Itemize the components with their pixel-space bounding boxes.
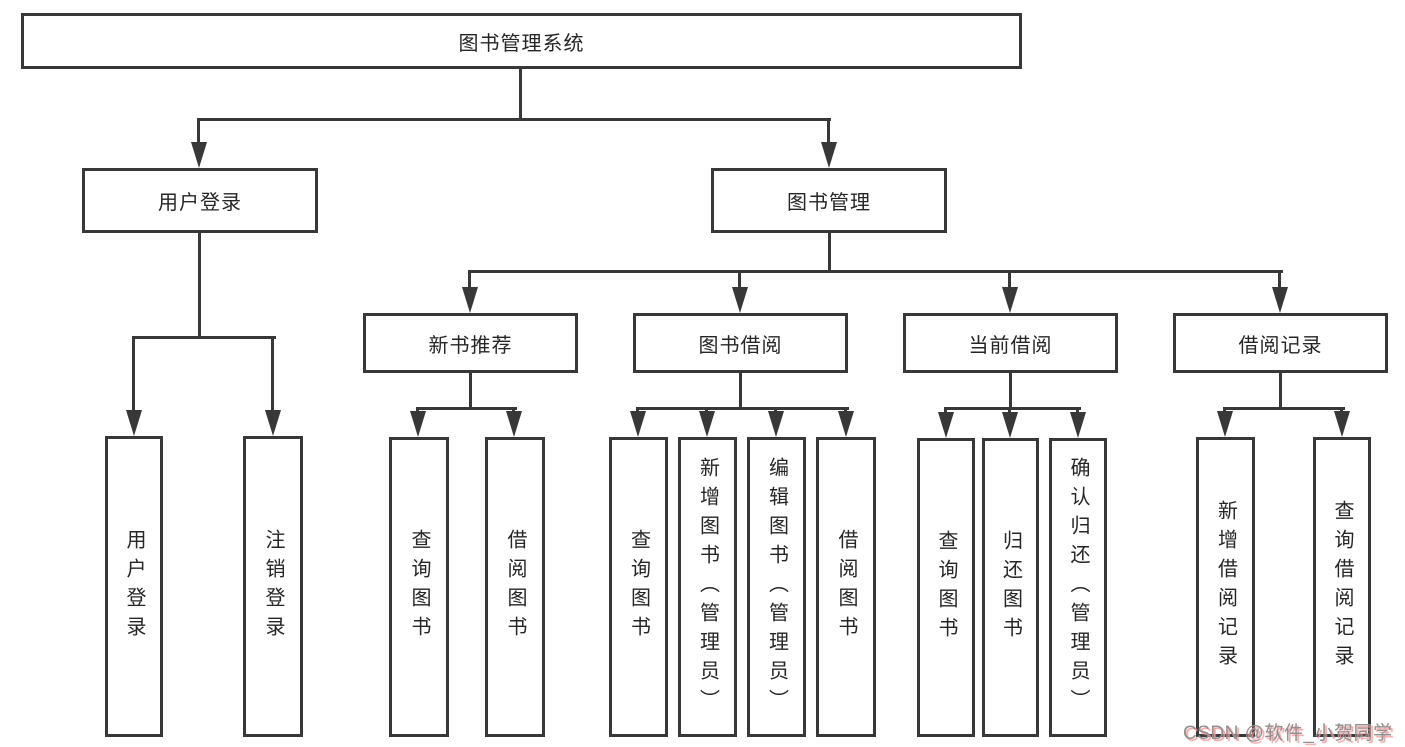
leaf-logout-label: 注销登录 [262, 528, 284, 645]
leaf-current-return-books-label: 归还图书 [999, 529, 1022, 646]
leaf-user-login: 用户登录 [105, 436, 163, 737]
connector-line [198, 118, 831, 121]
leaf-borrow-add-books-admin: 新增图书（管理员） [678, 437, 737, 737]
down-arrow [768, 407, 784, 437]
leaf-borrow-query-books: 查询图书 [609, 437, 668, 737]
down-arrow [126, 336, 142, 436]
node-book-management-label: 图书管理 [787, 192, 871, 214]
node-current-borrowing: 当前借阅 [903, 313, 1118, 373]
connector-line [417, 407, 517, 410]
down-arrow [1217, 407, 1233, 437]
leaf-newbook-query-books: 查询图书 [389, 437, 449, 737]
down-arrow [699, 407, 715, 437]
connector-line [519, 69, 522, 121]
connector-line [637, 407, 849, 410]
down-arrow [1272, 270, 1288, 313]
connector-line [1279, 372, 1282, 410]
down-arrow [410, 407, 426, 437]
connector-line [828, 233, 831, 273]
leaf-borrow-add-books-admin-label: 新增图书（管理员） [696, 456, 719, 718]
down-arrow [838, 407, 854, 437]
leaf-newbook-borrow-books-label: 借阅图书 [504, 529, 526, 645]
connector-line [945, 407, 1081, 410]
leaf-current-query-books-label: 查询图书 [935, 529, 957, 646]
node-user-login: 用户登录 [82, 168, 318, 233]
node-borrowing-records: 借阅记录 [1173, 313, 1388, 373]
down-arrow [630, 407, 646, 437]
node-library-system-label: 图书管理系统 [458, 32, 585, 55]
leaf-borrow-borrow-books-label: 借阅图书 [835, 529, 857, 645]
leaf-records-add-record-label: 新增借阅记录 [1214, 500, 1237, 674]
node-book-borrowing: 图书借阅 [633, 313, 848, 373]
down-arrow [506, 407, 522, 437]
node-book-management: 图书管理 [711, 168, 947, 233]
leaf-borrow-borrow-books: 借阅图书 [816, 437, 876, 737]
down-arrow [1070, 407, 1086, 438]
leaf-logout: 注销登录 [243, 436, 303, 737]
leaf-current-confirm-return-admin: 确认归还（管理员） [1049, 438, 1107, 737]
leaf-records-add-record: 新增借阅记录 [1196, 437, 1255, 737]
connector-line [133, 336, 276, 339]
leaf-borrow-edit-books-admin-label: 编辑图书（管理员） [765, 456, 788, 718]
connector-line [1009, 372, 1012, 410]
connector-line [469, 372, 472, 410]
leaf-user-login-label: 用户登录 [123, 528, 145, 645]
down-arrow [1334, 407, 1350, 437]
down-arrow [265, 336, 281, 436]
down-arrow [1002, 407, 1018, 438]
node-book-borrowing-label: 图书借阅 [698, 334, 783, 357]
leaf-current-query-books: 查询图书 [917, 438, 975, 737]
down-arrow [1002, 270, 1018, 313]
leaf-current-confirm-return-admin-label: 确认归还（管理员） [1067, 457, 1089, 718]
leaf-borrow-edit-books-admin: 编辑图书（管理员） [747, 437, 806, 737]
csdn-watermark: CSDN @软件_小贺同学 [1183, 723, 1393, 744]
connector-line [1224, 407, 1345, 410]
connector-line [739, 372, 742, 410]
node-user-login-label: 用户登录 [158, 192, 242, 214]
leaf-borrow-query-books-label: 查询图书 [627, 529, 650, 645]
down-arrow [938, 407, 954, 438]
leaf-records-query-record-label: 查询借阅记录 [1331, 500, 1353, 674]
node-new-book-recommend-label: 新书推荐 [428, 334, 513, 357]
node-current-borrowing-label: 当前借阅 [968, 334, 1053, 357]
down-arrow [821, 118, 837, 168]
leaf-current-return-books: 归还图书 [982, 438, 1039, 737]
connector-line [198, 233, 201, 339]
node-library-system: 图书管理系统 [21, 13, 1022, 69]
node-borrowing-records-label: 借阅记录 [1238, 334, 1323, 357]
node-new-book-recommend: 新书推荐 [363, 313, 578, 373]
down-arrow [191, 118, 207, 168]
leaf-newbook-borrow-books: 借阅图书 [485, 437, 545, 737]
connector-line [469, 270, 1283, 273]
leaf-newbook-query-books-label: 查询图书 [408, 529, 430, 645]
leaf-records-query-record: 查询借阅记录 [1313, 437, 1371, 737]
down-arrow [462, 270, 478, 313]
down-arrow [732, 270, 748, 313]
